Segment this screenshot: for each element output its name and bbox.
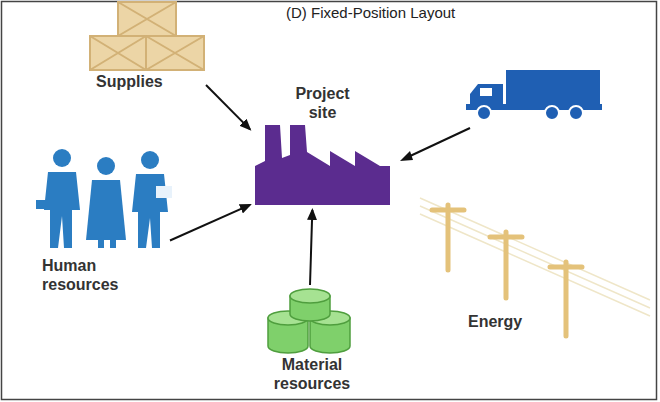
node-label: Energy	[468, 312, 538, 331]
diagram-title: (D) Fixed-Position Layout	[286, 4, 455, 21]
factory-icon	[255, 125, 390, 205]
truck-icon	[466, 70, 602, 120]
power-lines	[420, 198, 650, 336]
delivery-arrow	[400, 128, 470, 161]
resource-node: Supplies	[86, 0, 206, 100]
people-icon	[36, 149, 172, 248]
crates-icon	[90, 2, 204, 70]
barrels-icon	[268, 289, 350, 353]
resource-node: Human resources	[36, 150, 170, 296]
resource-node: Energy	[420, 196, 652, 344]
node-label: Human resources	[42, 256, 152, 294]
resource-node: Project site	[250, 80, 395, 210]
flow-arrow	[170, 205, 250, 241]
node-label: Supplies	[96, 72, 196, 91]
flow-arrow	[310, 210, 312, 285]
node-label: Material resources	[262, 355, 362, 393]
resource-node: Material resources	[262, 285, 362, 399]
node-label: Project site	[285, 84, 360, 122]
flow-arrow	[206, 85, 250, 129]
